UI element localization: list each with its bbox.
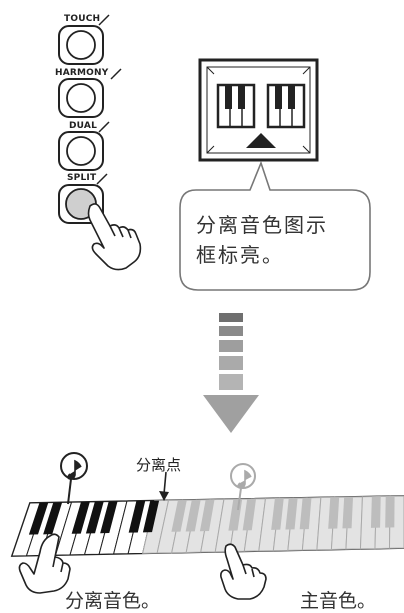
black-key: [142, 500, 160, 533]
black-key: [43, 502, 63, 535]
black-key: [285, 497, 298, 530]
pencil-icon: [110, 68, 122, 80]
callout-text: 分离音色图示 框标亮。: [196, 210, 361, 270]
black-key: [28, 502, 49, 535]
split-button-label: SPLIT: [67, 173, 97, 183]
split-voice-icon: [216, 83, 306, 148]
black-key: [328, 497, 340, 529]
down-arrow-icon: [203, 313, 259, 433]
black-key: [342, 496, 354, 529]
eighth-note-icon: [60, 452, 88, 505]
black-key: [85, 501, 104, 534]
black-key: [128, 500, 146, 533]
touch-button[interactable]: [58, 25, 104, 65]
black-key: [242, 498, 257, 531]
callout-line-1: 分离音色图示: [196, 213, 328, 237]
eighth-note-icon: [230, 463, 256, 511]
black-key: [100, 501, 118, 534]
pencil-icon: [98, 14, 110, 26]
touch-button-label: TOUCH: [64, 14, 101, 24]
pointing-hand-icon: [18, 533, 71, 594]
pointing-hand-icon: [220, 543, 267, 600]
black-key: [299, 497, 312, 530]
black-key: [199, 499, 215, 532]
split-voice-caption: 分离音色。: [65, 590, 161, 612]
split-point-arrow: [159, 471, 169, 501]
harmony-button-label: HARMONY: [55, 68, 109, 78]
callout-bubble: [179, 160, 371, 291]
black-key: [71, 501, 90, 534]
dual-button-label: DUAL: [69, 121, 98, 131]
black-key: [185, 499, 201, 532]
black-key: [385, 496, 395, 528]
pencil-icon: [98, 121, 110, 133]
harmony-button[interactable]: [58, 78, 104, 118]
black-key: [171, 500, 187, 532]
pointing-hand-icon: [87, 203, 142, 271]
black-key: [271, 498, 284, 530]
keyboard: [10, 495, 404, 557]
split-point-label: 分离点: [136, 456, 182, 474]
black-key: [370, 496, 381, 528]
callout-line-2: 框标亮。: [196, 243, 284, 267]
dual-button[interactable]: [58, 131, 104, 171]
pencil-icon: [96, 173, 108, 185]
main-voice-caption: 主音色。: [300, 590, 377, 612]
